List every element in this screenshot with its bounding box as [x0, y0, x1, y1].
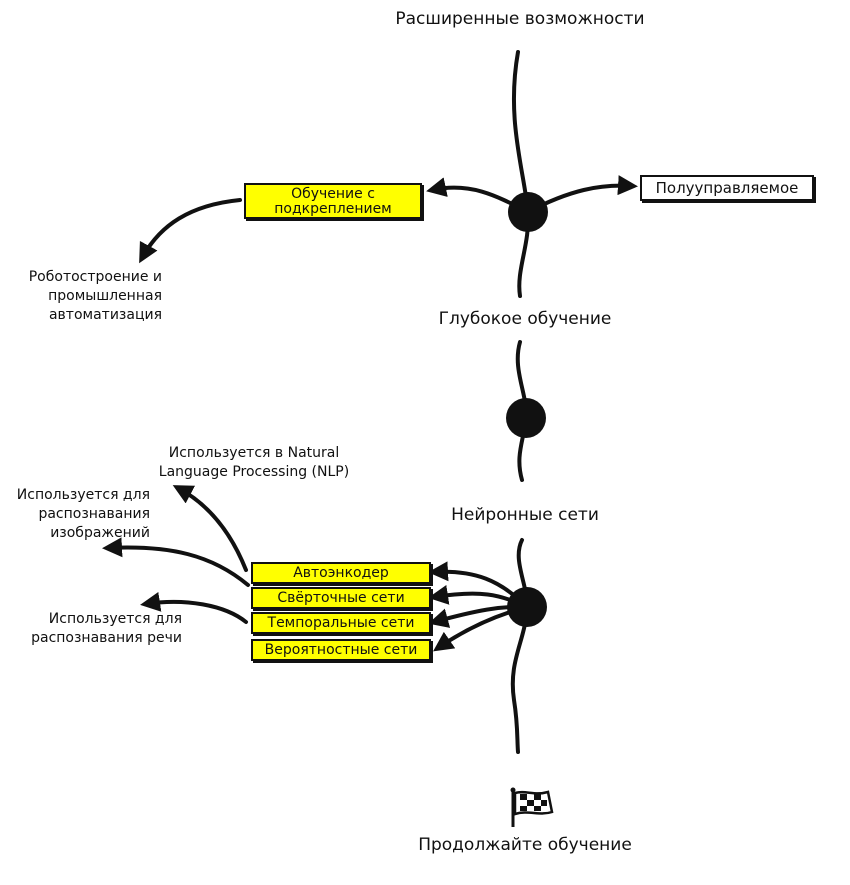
convolutional-networks-box: Свёрточные сети	[251, 587, 431, 609]
continue-learning-label: Продолжайте обучение	[418, 835, 632, 855]
nlp-note: Используется в Natural Language Processi…	[158, 445, 350, 480]
milestone-node-1	[508, 192, 548, 232]
arrow-to-nlp-note	[172, 485, 248, 572]
deep-learning-label: Глубокое обучение	[438, 309, 612, 329]
robotics-note: Роботостроение и промышленная автоматиза…	[28, 269, 162, 323]
probabilistic-networks-box: Вероятностные сети	[251, 639, 431, 661]
road-segment-bottom	[510, 538, 530, 754]
autoencoder-box: Автоэнкодер	[251, 562, 431, 584]
milestone-node-3	[507, 587, 547, 627]
speech-recognition-note: Используется для распознавания речи	[31, 611, 182, 646]
neural-networks-label: Нейронные сети	[451, 505, 599, 525]
arrow-to-image-note	[102, 537, 250, 587]
reinforcement-learning-box: Обучение с подкреплением	[244, 183, 422, 219]
temporal-networks-box: Темпоральные сети	[251, 612, 431, 634]
top-title: Расширенные возможности	[395, 9, 645, 29]
semisupervised-box: Полууправляемое	[640, 175, 814, 201]
arrow-to-speech-note	[140, 591, 248, 624]
road-segment-top	[511, 50, 531, 298]
image-recognition-note: Используется для распознавания изображен…	[16, 487, 150, 541]
checkered-flag-icon	[510, 787, 554, 827]
milestone-node-2	[506, 398, 546, 438]
arrow-to-robotics	[139, 198, 242, 264]
